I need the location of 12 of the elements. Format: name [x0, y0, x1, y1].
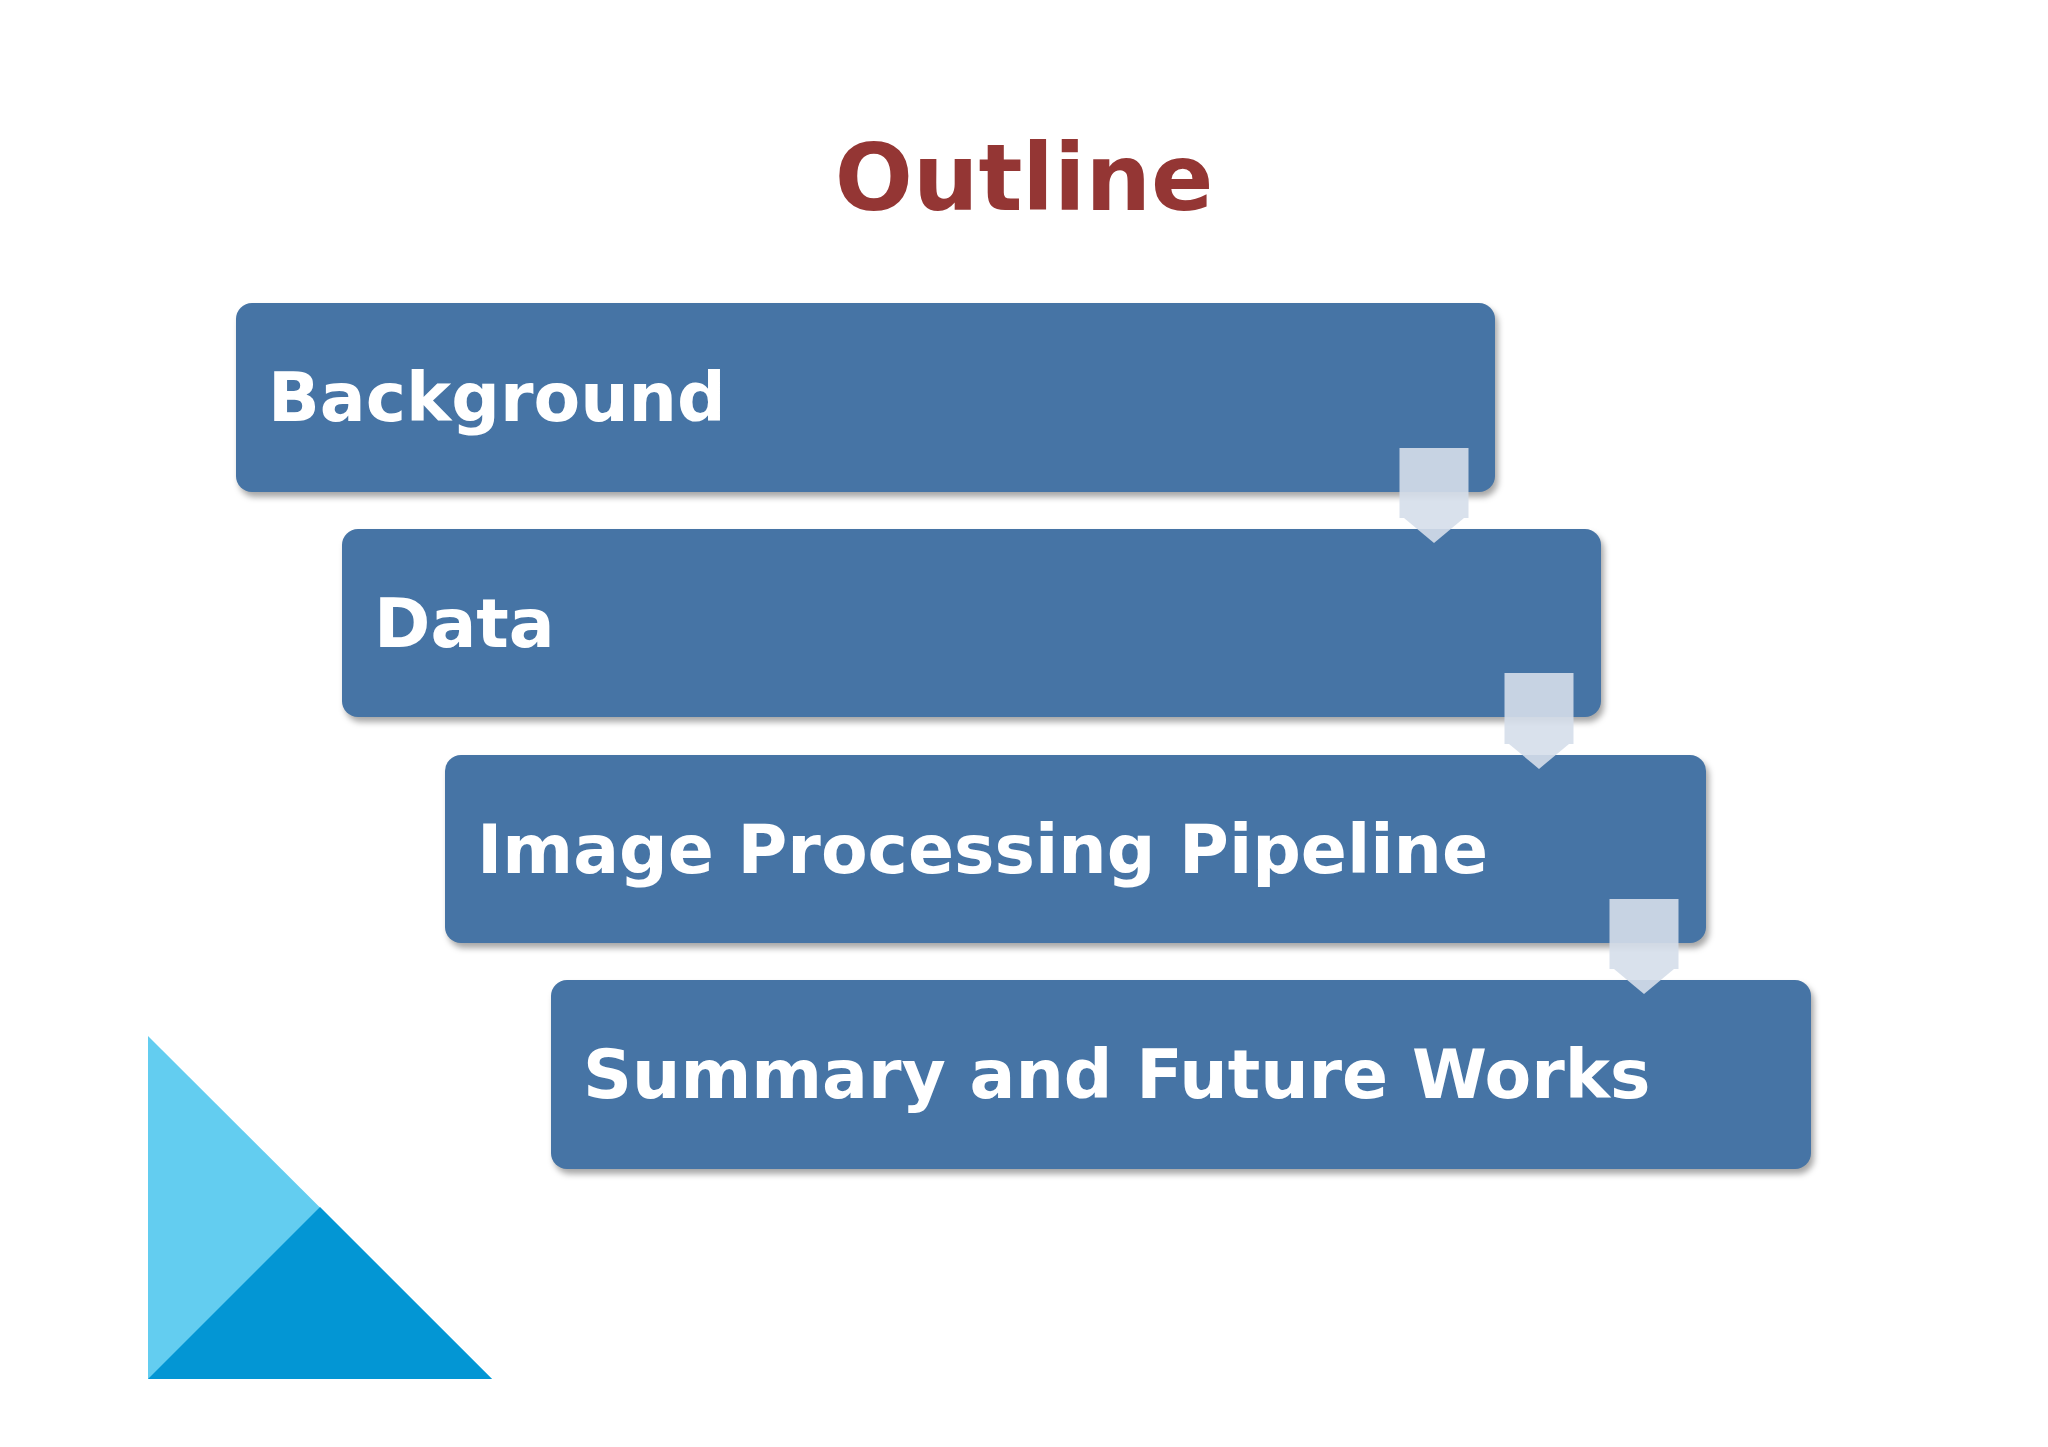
outline-item-bar: [445, 755, 1706, 943]
outline-item-bar: [236, 303, 1495, 492]
outline-item-label: Summary and Future Works: [583, 1035, 1651, 1114]
outline-item-bar: [342, 529, 1601, 717]
outline-item-label: Image Processing Pipeline: [477, 809, 1489, 889]
outline-item-bar: [551, 980, 1811, 1169]
outline-item-label: Background: [268, 358, 726, 437]
down-arrow: [1399, 448, 1469, 543]
down-arrow: [1504, 673, 1574, 769]
slide-title: Outline: [834, 125, 1214, 232]
outline-item-label: Data: [374, 583, 555, 663]
down-arrow: [1609, 899, 1679, 994]
